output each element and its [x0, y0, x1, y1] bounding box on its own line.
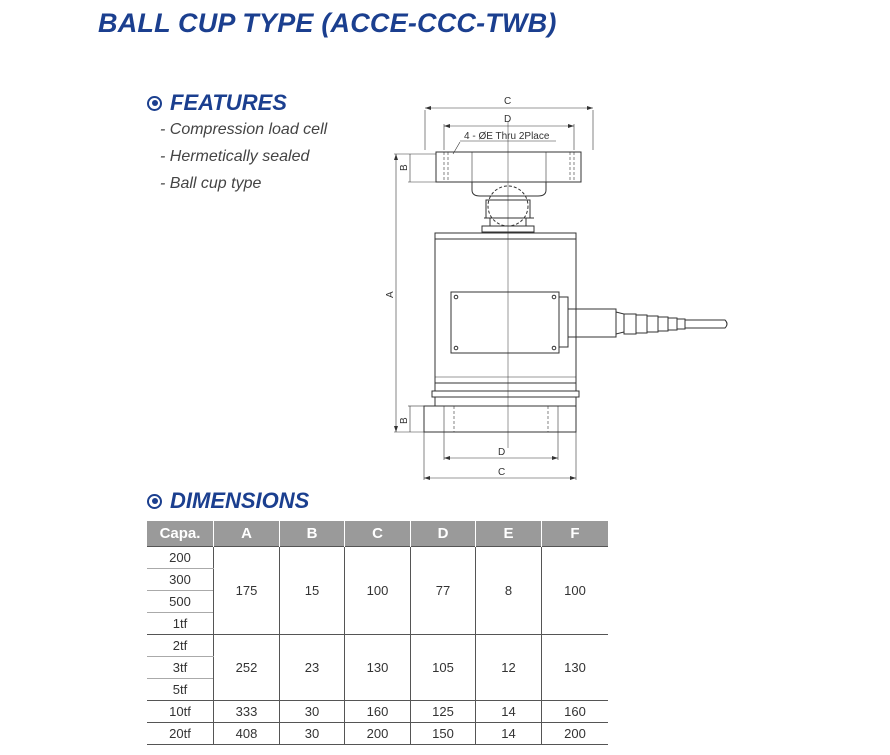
capacity-cell: 10tf — [147, 700, 214, 723]
feature-item: - Ball cup type — [160, 175, 262, 192]
capacity-cell: 3tf — [147, 656, 214, 679]
header-c: C — [344, 521, 411, 547]
value-c: 130 — [344, 634, 411, 701]
label-d-bottom: D — [498, 447, 505, 458]
bullseye-icon — [147, 95, 162, 111]
table-row: 3tf — [147, 656, 608, 679]
table-row: 20tf 408 30 200 150 14 200 — [147, 722, 608, 745]
features-heading-text: FEATURES — [170, 90, 287, 115]
feature-item: - Compression load cell — [160, 121, 328, 138]
value-f: 130 — [541, 634, 608, 701]
load-cell-drawing: C D 4 - ØE Thru 2Place B A B D C — [385, 96, 728, 480]
value-d: 125 — [410, 700, 476, 723]
label-hole-note: 4 - ØE Thru 2Place — [464, 131, 550, 142]
value-a: 333 — [213, 700, 280, 723]
table-header-row: Capa. A B C D E F — [147, 521, 608, 547]
capacity-cell: 500 — [147, 590, 214, 613]
value-a: 252 — [213, 634, 280, 701]
features-list: - Compression load cell - Hermetically s… — [160, 119, 327, 200]
value-b: 30 — [279, 700, 345, 723]
header-capa: Capa. — [147, 521, 214, 547]
capacity-cell: 1tf — [147, 612, 214, 635]
features-heading: FEATURES — [147, 90, 287, 116]
value-f: 200 — [541, 722, 608, 745]
dimensions-heading-text: DIMENSIONS — [170, 488, 310, 513]
label-d-top: D — [504, 114, 511, 125]
value-f: 100 — [541, 546, 608, 635]
value-c: 160 — [344, 700, 411, 723]
table-row: 500 — [147, 590, 608, 613]
value-d: 105 — [410, 634, 476, 701]
label-c-top: C — [504, 96, 511, 107]
value-e: 12 — [475, 634, 542, 701]
header-b: B — [279, 521, 345, 547]
value-e: 14 — [475, 722, 542, 745]
capacity-cell: 2tf — [147, 634, 214, 657]
table-row: 300 — [147, 568, 608, 591]
capacity-cell: 200 — [147, 546, 214, 569]
value-a: 408 — [213, 722, 280, 745]
label-a: A — [385, 291, 396, 298]
value-e: 14 — [475, 700, 542, 723]
capacity-cell: 300 — [147, 568, 214, 591]
value-f: 160 — [541, 700, 608, 723]
value-b: 23 — [279, 634, 345, 701]
dimensions-heading: DIMENSIONS — [147, 488, 309, 514]
table-row: 200 175 15 100 77 8 100 — [147, 546, 608, 635]
capacity-cell: 20tf — [147, 722, 214, 745]
value-b: 30 — [279, 722, 345, 745]
value-e: 8 — [475, 546, 542, 635]
value-d: 77 — [410, 546, 476, 635]
header-f: F — [541, 521, 608, 547]
table-row: 1tf — [147, 612, 608, 635]
value-a: 175 — [213, 546, 280, 635]
label-b-bottom: B — [399, 417, 410, 424]
header-d: D — [410, 521, 476, 547]
value-d: 150 — [410, 722, 476, 745]
value-c: 100 — [344, 546, 411, 635]
label-b-top: B — [399, 164, 410, 171]
capacity-cell: 5tf — [147, 678, 214, 701]
table-row: 5tf — [147, 678, 608, 701]
value-b: 15 — [279, 546, 345, 635]
header-a: A — [213, 521, 280, 547]
feature-item: - Hermetically sealed — [160, 148, 310, 165]
table-row: 10tf 333 30 160 125 14 160 — [147, 700, 608, 723]
dimensions-table: Capa. A B C D E F 200 175 15 100 77 8 10… — [147, 521, 608, 745]
bullseye-icon — [147, 493, 162, 509]
table-row: 2tf 252 23 130 105 12 130 — [147, 634, 608, 701]
header-e: E — [475, 521, 542, 547]
value-c: 200 — [344, 722, 411, 745]
page-title: BALL CUP TYPE (ACCE-CCC-TWB) — [98, 8, 557, 38]
label-c-bottom: C — [498, 467, 505, 478]
